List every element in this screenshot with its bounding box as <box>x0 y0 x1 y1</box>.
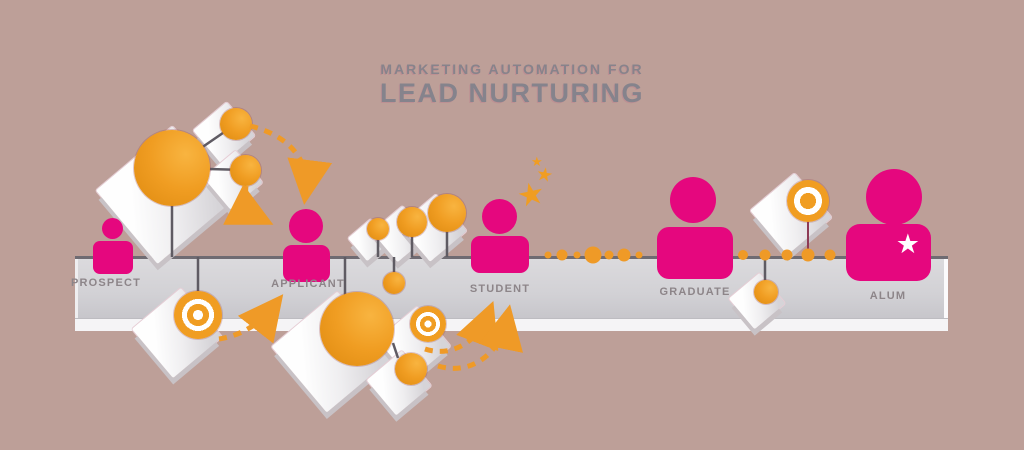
dashed-arrow <box>218 294 284 344</box>
message-ball-icon <box>395 353 427 385</box>
message-ball-icon <box>230 155 261 186</box>
message-ball-icon <box>367 218 389 240</box>
message-ball-icon <box>320 292 394 366</box>
person-head-icon <box>289 209 323 243</box>
message-ball-icon <box>428 194 466 232</box>
dashed-arrow <box>437 304 523 371</box>
timeline-dots-graduate-alum <box>738 248 836 262</box>
dashed-arrows-group <box>218 123 523 371</box>
stage-label-applicant: APPLICANT <box>271 278 345 290</box>
title-kicker: MARKETING AUTOMATION FOR <box>380 61 644 77</box>
message-ball-icon <box>134 130 210 206</box>
target-icon <box>410 306 446 342</box>
target-icon <box>174 291 222 339</box>
stage-label-student: STUDENT <box>469 283 531 295</box>
message-ball-icon <box>383 272 405 294</box>
star-icon: ★ <box>531 154 543 169</box>
dashed-arrow <box>424 301 499 354</box>
person-body <box>93 241 133 274</box>
person-head-icon <box>102 218 123 239</box>
person-body <box>657 227 733 279</box>
dashed-arrow <box>223 184 274 225</box>
target-icon <box>787 180 829 222</box>
message-ball-icon <box>397 207 427 237</box>
stage-label-alum: ALUM <box>869 290 907 302</box>
person-body <box>471 236 529 273</box>
message-ball-icon <box>220 108 252 140</box>
page-title: LEAD NURTURING <box>380 78 644 108</box>
timeline-dots-student-graduate <box>544 246 643 264</box>
star-icon: ★ <box>895 229 920 259</box>
message-ball-icon <box>754 280 778 304</box>
stage-label-prospect: PROSPECT <box>70 277 142 289</box>
person-head-icon <box>482 199 517 234</box>
dashed-arrow <box>249 123 333 205</box>
person-head-icon <box>866 169 922 225</box>
person-head-icon <box>670 177 716 223</box>
person-body <box>283 245 330 282</box>
person-body: ★ <box>846 224 931 281</box>
stage-label-graduate: GRADUATE <box>659 286 731 298</box>
